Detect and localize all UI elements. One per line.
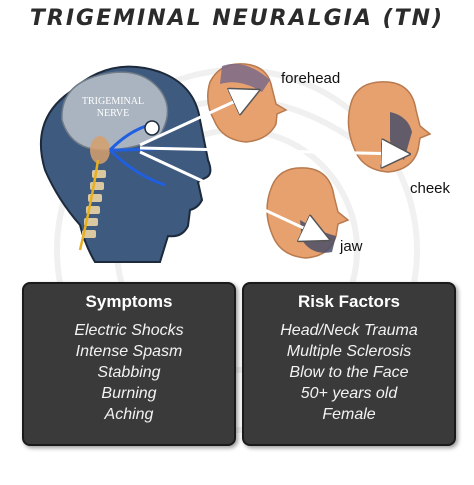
- risk-factor-item: 50+ years old: [300, 385, 398, 402]
- symptoms-list: Electric Shocks Intense Spasm Stabbing B…: [24, 320, 234, 425]
- risk-factors-heading: Risk Factors: [297, 292, 401, 311]
- symptoms-panel: Symptoms Electric Shocks Intense Spasm S…: [22, 282, 236, 446]
- side-head: [39, 65, 212, 263]
- risk-factor-item: Female: [322, 406, 376, 423]
- page-title: TRIGEMINAL NEURALGIA (TN): [29, 6, 445, 31]
- label-forehead: forehead: [281, 70, 341, 87]
- arrow-to-forehead: [139, 92, 255, 147]
- eye-shape: [144, 120, 160, 136]
- risk-factor-item: Blow to the Face: [289, 364, 409, 381]
- pain-arrows: [139, 92, 405, 238]
- label-jaw: jaw: [340, 238, 363, 255]
- symptom-item: Intense Spasm: [75, 343, 183, 360]
- arrow-to-cheek: [139, 148, 405, 154]
- label-cheek: cheek: [410, 180, 451, 197]
- symptom-item: Stabbing: [97, 364, 161, 381]
- symptom-item: Aching: [104, 406, 154, 423]
- risk-factors-list: Head/Neck Trauma Multiple Sclerosis Blow…: [244, 320, 454, 425]
- risk-factors-panel: Risk Factors Head/Neck Trauma Multiple S…: [242, 282, 456, 446]
- symptoms-heading: Symptoms: [85, 292, 173, 311]
- symptom-item: Burning: [101, 385, 157, 402]
- spinal-cord: [78, 159, 100, 251]
- risk-factor-item: Head/Neck Trauma: [280, 322, 418, 339]
- symptom-item: Electric Shocks: [74, 322, 184, 339]
- face-cheek: [347, 81, 432, 173]
- ear-shape: [90, 136, 110, 164]
- arrow-to-jaw: [139, 150, 325, 238]
- risk-factor-item: Multiple Sclerosis: [286, 343, 412, 360]
- nerve-label: TRIGEMINAL NERVE: [81, 96, 145, 119]
